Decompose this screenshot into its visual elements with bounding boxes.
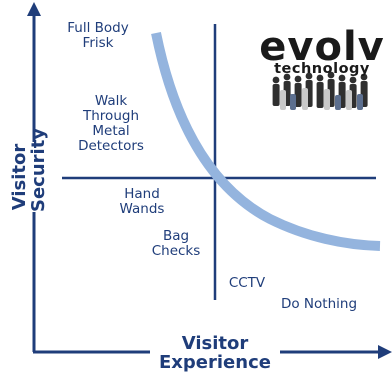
people-group-icon (272, 71, 368, 110)
label-walk-through-metal-detectors: Walk Through Metal Detectors (78, 93, 144, 154)
y-axis-arrow-icon (27, 2, 41, 16)
logo-wordmark: evolv (259, 24, 385, 70)
label-cctv: CCTV (228, 275, 266, 291)
logo-tagline: technology (274, 61, 370, 77)
label-bag-checks: Bag Checks (151, 228, 201, 259)
tradeoff-curve (151, 32, 381, 251)
label-full-body-frisk: Full Body Frisk (67, 20, 129, 51)
x-axis-title: Visitor Experience (150, 334, 280, 372)
x-axis-arrow-icon (378, 345, 392, 359)
y-axis-title: Visitor Security (9, 127, 49, 212)
label-do-nothing: Do Nothing (280, 296, 358, 312)
label-hand-wands: Hand Wands (119, 186, 165, 217)
evolv-logo: evolv technology (254, 24, 390, 77)
